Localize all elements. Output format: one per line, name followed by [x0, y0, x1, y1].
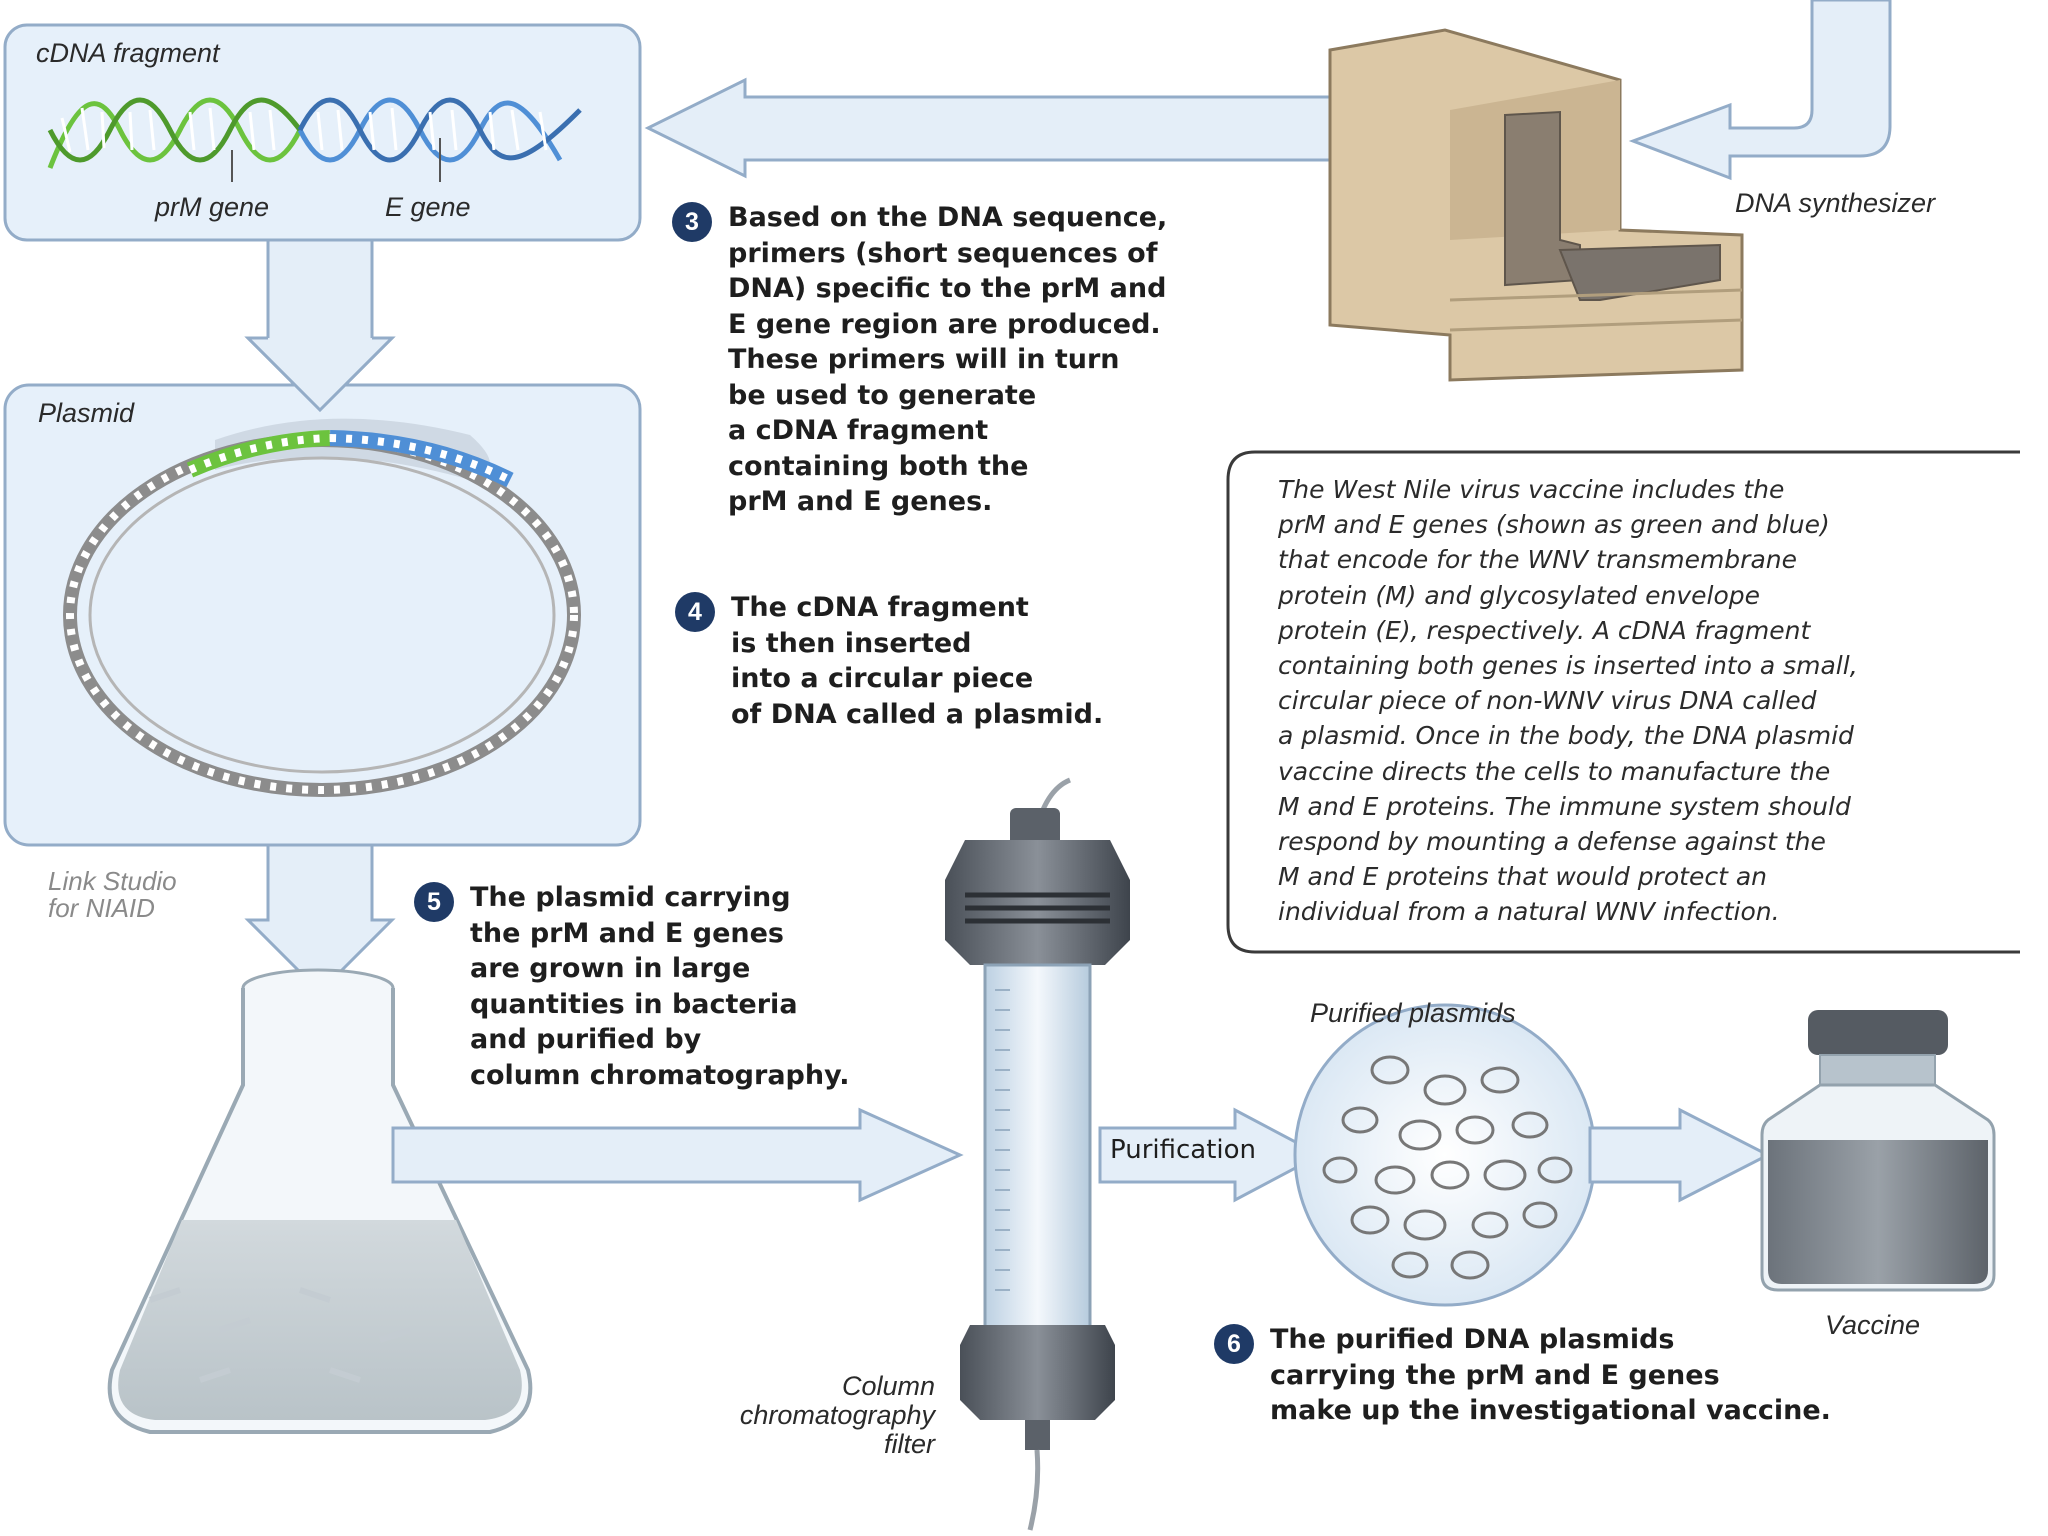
arrow-to-vaccine: [1588, 1107, 1772, 1203]
step-text: The purified DNA plasmids carrying the p…: [1270, 1324, 1831, 1426]
note-panel-border: [1226, 450, 2020, 954]
step-number-badge: 4: [675, 592, 715, 632]
arrow-to-column: [391, 1107, 964, 1203]
step-5: 5 The plasmid carrying the prM and E gen…: [414, 880, 849, 1093]
dna-synthesizer: [1328, 28, 1744, 382]
purification-label: Purification: [1110, 1135, 1257, 1165]
step-6: 6 The purified DNA plasmids carrying the…: [1214, 1322, 1831, 1429]
purified-plasmids-circle: [1293, 1003, 1597, 1307]
plasmid-label: Plasmid: [38, 398, 135, 428]
vaccine-description-note: The West Nile virus vaccine includes the…: [1278, 475, 1858, 927]
step-number-badge: 5: [414, 882, 454, 922]
step-4: 4 The cDNA fragment is then inserted int…: [675, 590, 1103, 732]
vaccine-label: Vaccine: [1825, 1310, 1921, 1340]
arrow-to-cdna: [644, 77, 1332, 179]
arrow-to-purified: [1098, 1107, 1324, 1203]
arrow-to-plasmid-tip: [244, 336, 396, 413]
arrow-to-flask: [244, 843, 396, 995]
arrow-into-synthesizer: [1628, 0, 1892, 181]
step-number-badge: 3: [672, 202, 712, 242]
column-filter-label: Column chromatography filter: [739, 1371, 935, 1459]
prm-gene-label: prM gene: [155, 192, 270, 222]
vaccine-vial: [1760, 1010, 1996, 1292]
cdna-fragment-label: cDNA fragment: [36, 38, 220, 68]
step-text: The plasmid carrying the prM and E genes…: [470, 882, 850, 1091]
dna-synthesizer-label: DNA synthesizer: [1735, 188, 1936, 218]
column-illustration: [945, 777, 1130, 1531]
step-text: Based on the DNA sequence, primers (shor…: [728, 202, 1168, 517]
e-gene-label: E gene: [385, 192, 471, 222]
plasmid-ring: [63, 418, 581, 797]
flask-illustration: [107, 968, 533, 1434]
purified-plasmids-label: Purified plasmids: [1310, 998, 1516, 1028]
step-text: The cDNA fragment is then inserted into …: [731, 592, 1104, 730]
credit-label: Link Studio for NIAID: [48, 866, 177, 923]
step-3: 3 Based on the DNA sequence, primers (sh…: [672, 200, 1167, 520]
step-number-badge: 6: [1214, 1324, 1254, 1364]
cdna-helix: [47, 97, 582, 182]
